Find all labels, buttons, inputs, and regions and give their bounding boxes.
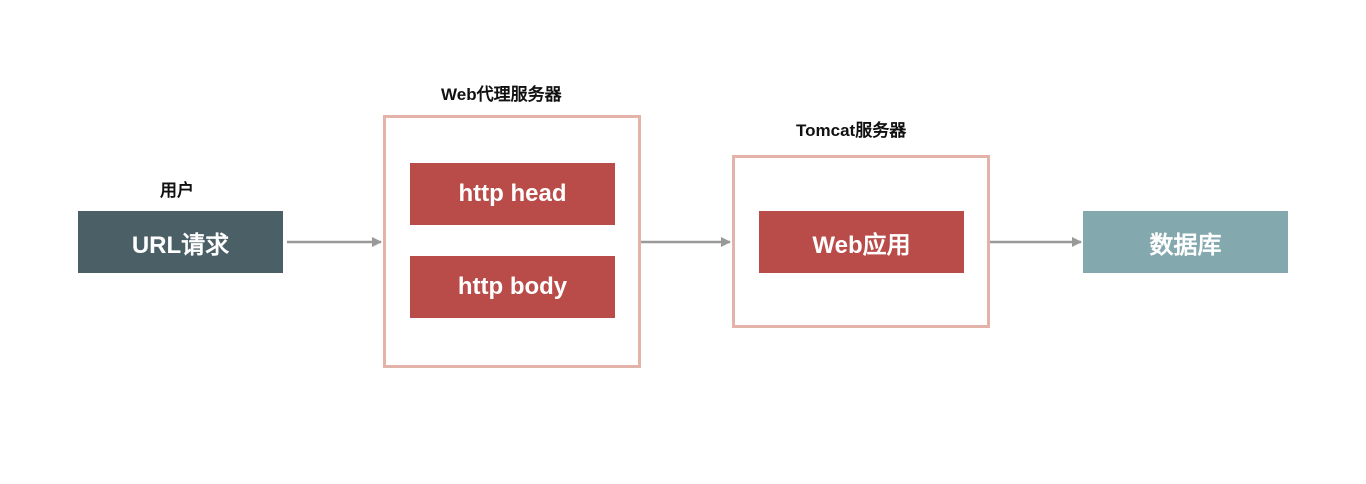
url-request-box: URL请求 bbox=[78, 211, 283, 273]
proxy-caption: Web代理服务器 bbox=[441, 85, 562, 104]
user-caption: 用户 bbox=[160, 181, 194, 200]
http-body-box: http body bbox=[410, 256, 615, 318]
web-app-box: Web应用 bbox=[759, 211, 964, 273]
tomcat-caption: Tomcat服务器 bbox=[796, 121, 907, 140]
proxy-server-frame bbox=[383, 115, 641, 368]
database-box: 数据库 bbox=[1083, 211, 1288, 273]
http-head-box: http head bbox=[410, 163, 615, 225]
